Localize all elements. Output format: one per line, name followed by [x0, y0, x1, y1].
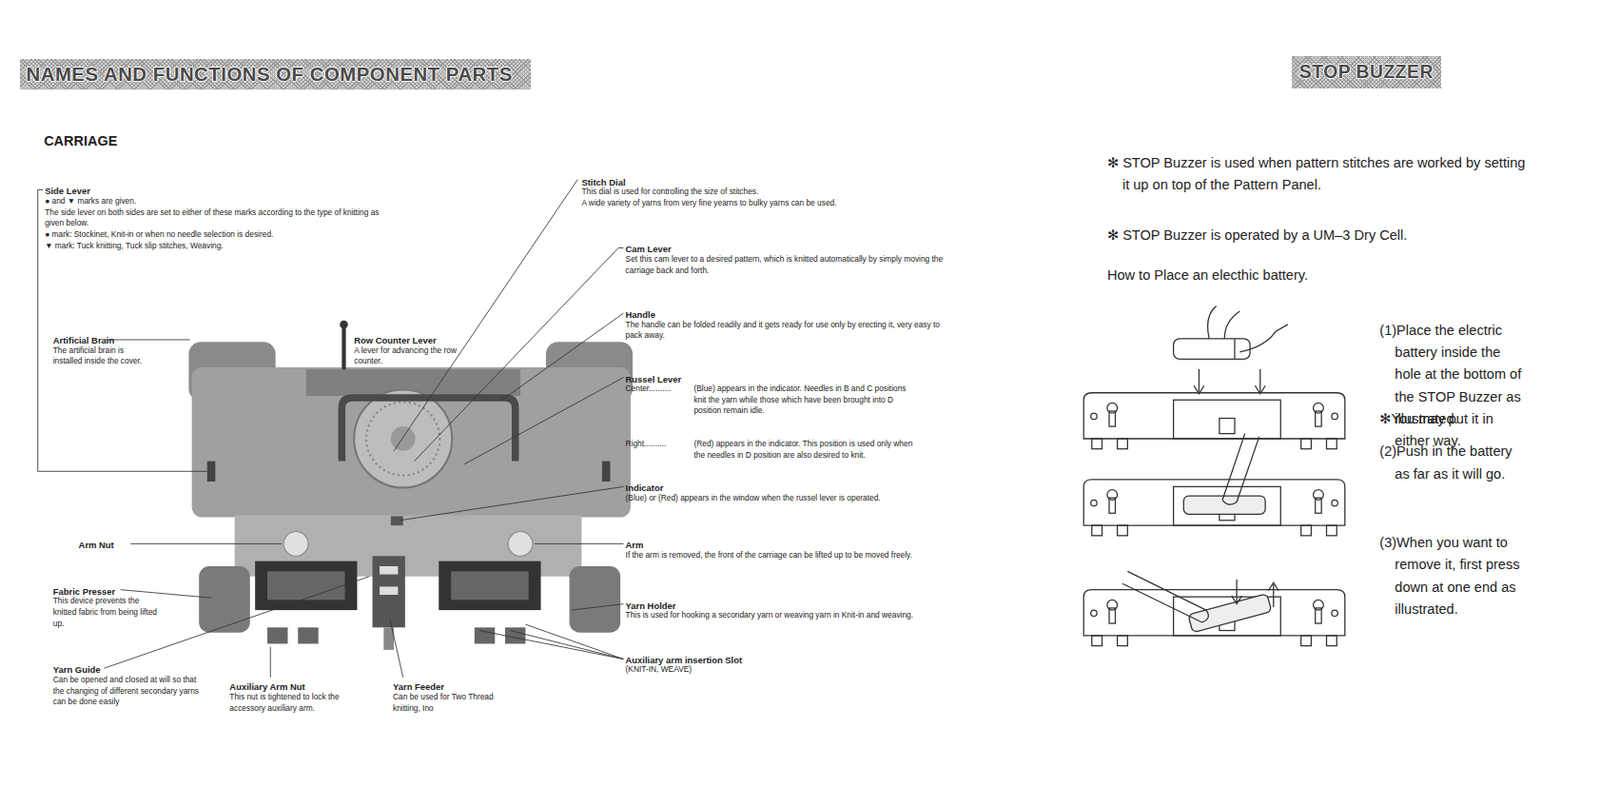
callout-text: ✻ STOP Buzzer is operated by a UM–3 Dry …: [1107, 224, 1552, 247]
header-text: STOP BUZZER: [1299, 61, 1434, 82]
callout-text: (Blue) appears in the indicator. Needles…: [693, 383, 918, 417]
callout-text: ● and ▼ marks are given.: [44, 195, 382, 208]
callout-title: Stitch Dial: [581, 175, 704, 189]
callout-text: (KNIT-IN, WEAVE): [625, 663, 790, 676]
callout-title: Handle: [625, 308, 780, 321]
callout-text: ▼ mark: Tuck knitting, Tuck slip stitche…: [44, 240, 474, 253]
header-band: STOP BUZZER: [1291, 56, 1442, 89]
callout-title: Artificial Brain: [53, 333, 166, 347]
callout-text: Can be opened and closed at will so that…: [53, 674, 202, 708]
callout-title: Yarn Guide: [53, 663, 166, 676]
callout-text: A wide variety of yarns from very fine y…: [581, 197, 979, 210]
callout-title: Russel Lever: [625, 372, 780, 386]
callout-title: CARRIAGE: [43, 132, 249, 152]
callout-title: Auxiliary Arm Nut: [229, 680, 362, 693]
callout-title: Fabric Presser: [53, 585, 166, 598]
buzzer-picture: [1083, 306, 1346, 646]
callout-title: Arm: [625, 538, 728, 551]
callout-text: ● mark: Stockinet, Knit-in or when no ne…: [44, 229, 474, 241]
callout-title: Indicator: [625, 481, 780, 494]
callout-text: The side lever on both sides are set to …: [44, 207, 382, 230]
callout-text: Set this cam lever to a desired pattern,…: [625, 253, 968, 276]
callout-text: Center..........: [625, 383, 694, 395]
callout-text: (Red) appears in the indicator. This pos…: [693, 438, 918, 461]
carriage-picture: [188, 320, 633, 650]
callout-title: Cam Lever: [625, 242, 780, 255]
callout-text: Can be used for Two Thread knitting, Ino: [392, 691, 514, 714]
leader-line: [38, 179, 625, 678]
callout-text: If the arm is removed, the front of the …: [625, 549, 968, 562]
callout-title: Yarn Holder: [625, 599, 780, 612]
callout-title: Row Counter Lever: [353, 333, 492, 347]
callout-text: Right..........: [625, 438, 694, 450]
header-text: NAMES AND FUNCTIONS OF COMPONENT PARTS: [25, 63, 512, 85]
callout-text: ✻ STOP Buzzer is used when pattern stitc…: [1107, 152, 1526, 197]
callout-text: This device prevents the knitted fabric …: [53, 595, 161, 629]
callout-text: (Blue) or (Red) appears in the window wh…: [625, 492, 968, 505]
callout-title: Side Lever: [44, 184, 198, 197]
callout-title: Auxiliary arm insertion Slot: [625, 653, 831, 666]
callout-text: How to Place an electhic battery.: [1107, 264, 1444, 287]
callout-title: Yarn Feeder: [392, 680, 506, 693]
callout-text: This dial is used for controlling the si…: [581, 186, 970, 198]
callout-text: A lever for advancing the row counter.: [353, 345, 475, 368]
callout-text: The artificial brain is installed inside…: [53, 345, 151, 368]
callout-text: The handle can be folded readily and it …: [625, 319, 958, 342]
callout-text: (2)Push in the battery as far as it will…: [1379, 440, 1522, 486]
callout-title: Arm Nut: [78, 538, 140, 551]
callout-text: This is used for hooking a secondary yar…: [625, 609, 958, 622]
callout-text: (3)When you want to remove it, first pre…: [1379, 531, 1530, 621]
header-band: NAMES AND FUNCTIONS OF COMPONENT PARTS: [19, 58, 530, 90]
callout-text: This nut is tightened to lock the access…: [229, 691, 368, 714]
